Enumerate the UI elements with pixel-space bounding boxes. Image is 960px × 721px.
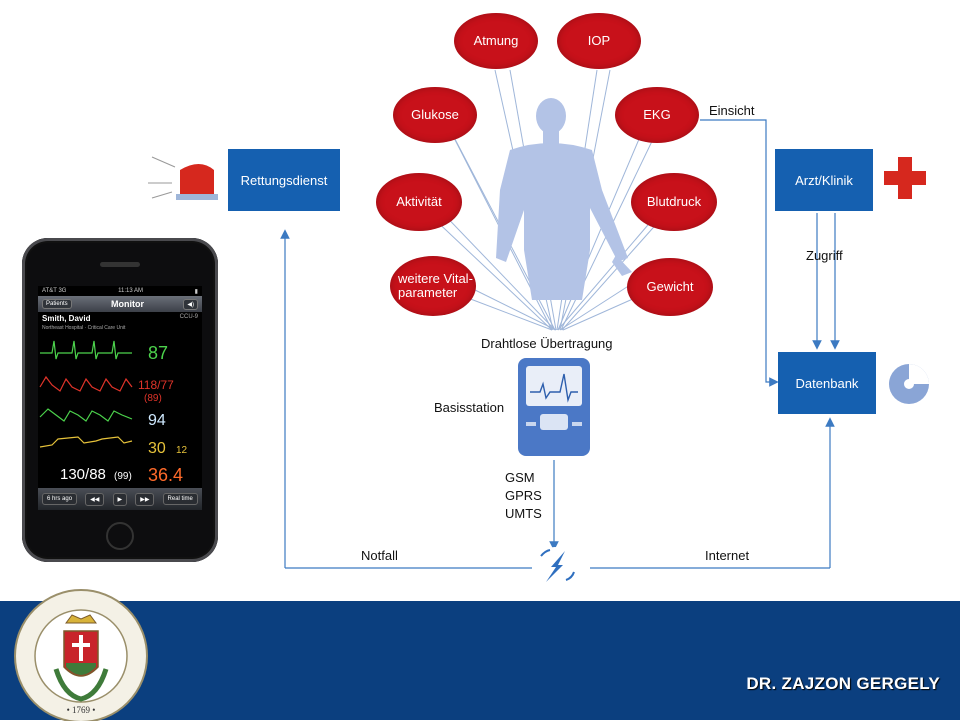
etco2-value: 30: [148, 440, 166, 457]
label-umts: UMTS: [505, 506, 542, 521]
oval-glukose: Glukose: [393, 87, 477, 143]
phone-carrier: AT&T 3G: [42, 288, 67, 294]
box-arzt-klinik: Arzt/Klinik: [775, 149, 873, 211]
box-datenbank: Datenbank: [778, 352, 876, 414]
phone-time: 11:13 AM: [118, 288, 144, 294]
abp-value: 118/77: [138, 378, 174, 392]
sound-icon[interactable]: ◀): [183, 298, 198, 310]
oval-blutdruck: Blutdruck: [631, 173, 717, 231]
red-cross-icon: [884, 157, 926, 199]
fast-forward-icon[interactable]: ▶▶: [135, 492, 155, 506]
label-notfall: Notfall: [361, 548, 398, 563]
label-gsm: GSM: [505, 470, 535, 485]
oval-ekg: EKG: [615, 87, 699, 143]
nbp-value: 130/88: [60, 466, 106, 483]
diagram-canvas: [148, 69, 929, 587]
oval-weitere-vitalparameter: weitere Vital-parameter: [390, 256, 476, 316]
label-basisstation: Basisstation: [434, 400, 505, 415]
base-station-device: [518, 358, 590, 456]
realtime-button[interactable]: Real time: [162, 493, 198, 505]
smartphone-monitor: AT&T 3G 11:13 AM ▮ Patients Monitor ◀) S…: [22, 238, 218, 562]
human-figure: [496, 98, 632, 300]
abp-mean: (89): [144, 393, 162, 404]
label-einsicht: Einsicht: [709, 103, 755, 118]
patients-button[interactable]: Patients: [42, 299, 72, 309]
history-button[interactable]: 6 hrs ago: [42, 493, 78, 505]
phone-screen: AT&T 3G 11:13 AM ▮ Patients Monitor ◀) S…: [38, 286, 202, 510]
phone-nav-title: Monitor: [111, 299, 145, 309]
phone-nav-bar: Patients Monitor ◀): [38, 296, 202, 312]
university-seal-logo: • 1769 •: [14, 589, 148, 721]
oval-atmung: Atmung: [454, 13, 538, 69]
wireless-transmission-icon: [535, 547, 575, 587]
svg-text:• 1769 •: • 1769 •: [67, 705, 96, 715]
phone-toolbar: 6 hrs ago ◀◀ ▶ ▶▶ Real time: [38, 488, 202, 510]
play-icon[interactable]: ▶: [112, 492, 128, 506]
battery-icon: ▮: [194, 288, 198, 295]
label-drahtlose-uebertragung: Drahtlose Übertragung: [481, 336, 613, 351]
phone-home-button: [106, 522, 134, 550]
phone-speaker: [100, 262, 140, 267]
spo2-value: 94: [148, 412, 166, 429]
box-rettungsdienst: Rettungsdienst: [228, 149, 340, 211]
database-disk-icon: [889, 364, 929, 404]
oval-gewicht: Gewicht: [627, 258, 713, 316]
temp-value: 36.4: [148, 465, 183, 485]
patient-hospital: Northeast Hospital · Critical Care Unit: [42, 325, 126, 331]
label-zugriff: Zugriff: [806, 248, 843, 263]
patient-name: Smith, David: [42, 314, 91, 323]
label-internet: Internet: [705, 548, 750, 563]
hr-value: 87: [148, 343, 168, 363]
nbp-mean: (99): [114, 471, 132, 482]
patient-header: Smith, David CCU-9: [38, 312, 202, 325]
phone-status-bar: AT&T 3G 11:13 AM ▮: [38, 286, 202, 296]
author-name: DR. ZAJZON GERGELY: [746, 674, 940, 693]
oval-aktivitaet: Aktivität: [376, 173, 462, 231]
siren-icon: [148, 156, 218, 200]
resp-value: 12: [176, 445, 188, 456]
patient-unit: CCU-9: [179, 314, 198, 320]
oval-iop: IOP: [557, 13, 641, 69]
waveform-panel: 87 118/77 (89) 94 30 12 130/88 (99) 36.4: [39, 340, 188, 485]
footer-bar: • 1769 • DR. ZAJZON GERGELY: [0, 589, 960, 721]
rewind-icon[interactable]: ◀◀: [85, 492, 105, 506]
label-gprs: GPRS: [505, 488, 542, 503]
